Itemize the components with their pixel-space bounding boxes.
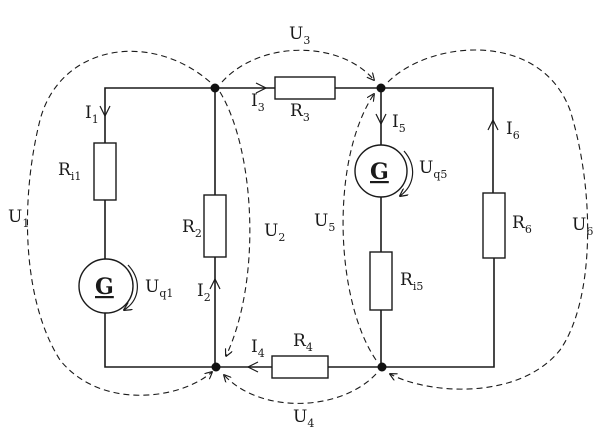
label-u2: U2 [264,221,285,244]
label-i1: I1 [85,103,99,126]
resistor-r2 [203,194,227,258]
label-r3: R3 [290,101,310,124]
label-i3: I3 [251,91,265,114]
generator-g5-label: G [370,159,389,185]
label-i2: I2 [197,281,211,304]
resistor-r3 [274,76,336,100]
label-r4: R4 [293,331,313,354]
label-uq5: Uq5 [419,158,447,181]
generator-g1: G [78,258,134,314]
current-arrow-i3 [255,82,268,94]
voltage-loop-u5 [342,94,377,361]
label-u4: U4 [293,407,314,430]
label-r6: R6 [512,213,532,236]
current-arrow-i4 [246,361,259,373]
label-u6: U6 [572,215,593,238]
voltage-loop-u3 [221,49,374,83]
label-i6: I6 [506,119,520,142]
wire-bottom-right [382,258,495,368]
label-ri1: Ri1 [58,160,81,183]
source-voltage-arrow-uq5 [400,150,414,196]
voltage-loop-u1 [26,50,212,396]
source-voltage-arrow-uq1 [124,264,138,310]
wire-left-bottom [104,312,216,368]
node-bottom-right [377,362,387,372]
voltage-loop-u6 [387,49,589,390]
resistor-ri1 [93,142,117,201]
label-u1: U1 [8,207,29,230]
generator-g1-label: G [95,274,114,300]
current-arrow-i6 [487,118,499,131]
wires [104,87,495,368]
wire-top-left [104,87,215,112]
resistor-r4 [271,355,329,379]
current-arrow-i1 [99,105,111,118]
node-top-right [376,83,386,93]
label-r2: R2 [182,217,202,240]
resistor-r6 [482,192,506,259]
node-bottom-left [211,362,221,372]
wire-top-right [380,87,494,193]
label-u5: U5 [314,211,335,234]
current-arrow-i5 [375,113,387,126]
resistor-ri5 [369,251,393,311]
voltage-loop-u4 [224,374,377,404]
label-i4: I4 [251,337,265,360]
labels: U1 U2 U3 U4 U5 U6 I1 I2 I3 I4 I5 I6 Ri1 … [8,24,593,430]
label-i5: I5 [392,112,406,135]
label-uq1: Uq1 [145,277,173,300]
current-arrow-i2 [209,277,221,290]
label-u3: U3 [289,24,310,47]
generator-g5: G [354,144,408,198]
node-top-left [210,83,220,93]
label-ri5: Ri5 [400,270,423,293]
